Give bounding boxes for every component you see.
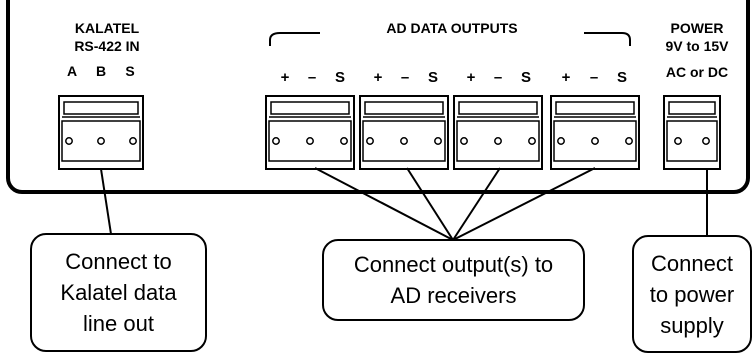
kalatel-subtitle: RS-422 IN — [74, 38, 139, 54]
output-3-shield: S — [521, 69, 531, 86]
output-terminal-1-screw-hole — [272, 137, 280, 145]
output-terminal-4-top-ridge — [555, 101, 635, 115]
callout-power-line3: supply — [660, 312, 724, 338]
output-terminal-3-screw-hole — [494, 137, 502, 145]
callout-kalatel: Connect to Kalatel data line out — [30, 233, 207, 352]
kalatel-terminal-screw-hole — [129, 137, 137, 145]
callout-kalatel-line3: line out — [83, 311, 154, 336]
output-terminal-2-top-ridge — [364, 101, 444, 115]
output-terminal-2-screw-hole — [366, 137, 374, 145]
output-terminal-4 — [550, 95, 640, 170]
kalatel-terminal-top-ridge — [63, 101, 139, 115]
output-3-plus: + — [467, 69, 476, 86]
output-4-minus: – — [590, 69, 598, 86]
outputs-bracket-left — [269, 32, 320, 46]
output-pins-3: + – S — [467, 69, 531, 86]
output-terminal-4-screw-hole — [625, 137, 633, 145]
kalatel-terminal — [58, 95, 144, 170]
terminal-blocks — [58, 95, 721, 170]
callout-power-line1: Connect — [651, 250, 733, 276]
output-1-plus: + — [281, 69, 290, 86]
output-pins-1: + – S — [281, 69, 345, 86]
kalatel-terminal-socket — [61, 120, 141, 162]
panel-outline — [6, 0, 750, 194]
output-terminal-4-screw-hole — [557, 137, 565, 145]
output-1-wire — [314, 167, 454, 241]
output-3-wire — [452, 167, 501, 241]
kalatel-terminal-screw-hole — [97, 137, 105, 145]
output-4-wire — [452, 167, 596, 241]
output-pins-4: + – S — [562, 69, 627, 86]
power-terminal — [663, 95, 721, 170]
output-2-shield: S — [428, 69, 438, 86]
output-pins-2: + – S — [374, 69, 438, 86]
kalatel-terminal-screw-hole — [65, 137, 73, 145]
output-2-wire — [406, 167, 454, 241]
output-terminal-3 — [453, 95, 543, 170]
output-terminal-3-top-ridge — [458, 101, 538, 115]
output-terminal-4-screw-hole — [591, 137, 599, 145]
power-terminal-top-ridge — [668, 101, 716, 115]
callout-power: Connect to power supply — [632, 235, 752, 353]
kalatel-pin-s: S — [125, 63, 134, 79]
kalatel-pin-b: B — [96, 63, 106, 79]
output-4-plus: + — [562, 69, 571, 86]
output-2-plus: + — [374, 69, 383, 86]
power-terminal-screw-hole — [702, 137, 710, 145]
output-terminal-1-screw-hole — [340, 137, 348, 145]
output-4-shield: S — [617, 69, 627, 86]
connector-lines — [100, 167, 708, 241]
output-2-minus: – — [401, 69, 409, 86]
power-voltage: 9V to 15V — [665, 38, 729, 54]
output-terminal-3-screw-hole — [528, 137, 536, 145]
output-terminal-2-screw-hole — [400, 137, 408, 145]
output-3-minus: – — [494, 69, 502, 86]
output-terminal-2 — [359, 95, 449, 170]
callout-kalatel-line2: Kalatel data — [60, 280, 177, 305]
outputs-title: AD DATA OUTPUTS — [386, 20, 517, 36]
output-terminal-3-screw-hole — [460, 137, 468, 145]
output-terminal-1-screw-hole — [306, 137, 314, 145]
kalatel-wire — [100, 168, 112, 235]
output-terminal-1-top-ridge — [270, 101, 350, 115]
callout-outputs-line2: AD receivers — [390, 283, 517, 308]
output-terminal-2-screw-hole — [434, 137, 442, 145]
callout-power-line2: to power — [649, 281, 735, 307]
callout-kalatel-line1: Connect to — [65, 249, 172, 274]
kalatel-title: KALATEL — [75, 20, 140, 36]
kalatel-pin-a: A — [67, 63, 77, 79]
output-1-shield: S — [335, 69, 345, 86]
output-terminal-1 — [265, 95, 355, 170]
callout-outputs-line1: Connect output(s) to — [353, 252, 554, 277]
power-title: POWER — [671, 20, 724, 36]
outputs-bracket-right — [584, 32, 631, 46]
callout-outputs: Connect output(s) to AD receivers — [322, 239, 585, 321]
power-type: AC or DC — [666, 64, 728, 80]
output-1-minus: – — [308, 69, 316, 86]
power-terminal-screw-hole — [674, 137, 682, 145]
